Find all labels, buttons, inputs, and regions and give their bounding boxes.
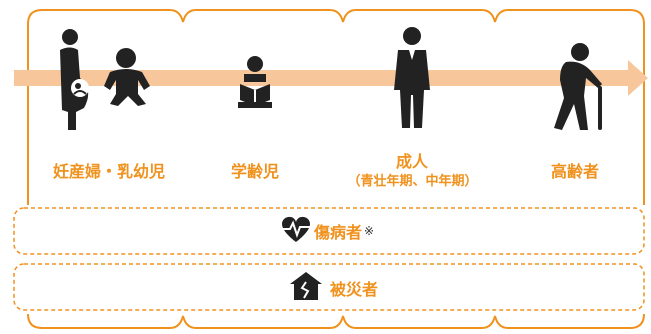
label-adult-sub: （青壮年期、中年期） (347, 174, 478, 189)
elderly-person-icon (554, 43, 602, 130)
disaster-victims-label: 被災者 (330, 280, 379, 299)
injured-sick-label-group: 傷病者 ※ (314, 219, 374, 243)
heart-pulse-icon (282, 216, 310, 242)
injured-sick-label: 傷病者 (314, 223, 363, 242)
injured-sick-note: ※ (364, 224, 375, 238)
reading-child-icon (238, 56, 272, 108)
label-adult: 成人 (395, 152, 428, 171)
baby-icon (104, 48, 150, 106)
pregnant-woman-icon (60, 29, 89, 130)
bottom-bracket (27, 313, 645, 329)
label-pregnancy-infants: 妊産婦・乳幼児 (52, 162, 165, 181)
label-school-age: 学齢児 (230, 162, 279, 181)
disaster-victims-label-group: 被災者 (330, 276, 378, 300)
label-elderly: 高齢者 (550, 162, 599, 181)
age-arrow (14, 60, 648, 96)
disaster-victims-band (13, 263, 645, 311)
injured-sick-band (13, 207, 645, 255)
top-bracket (27, 9, 645, 25)
damaged-house-icon (290, 272, 322, 300)
adult-man-icon (394, 27, 430, 128)
